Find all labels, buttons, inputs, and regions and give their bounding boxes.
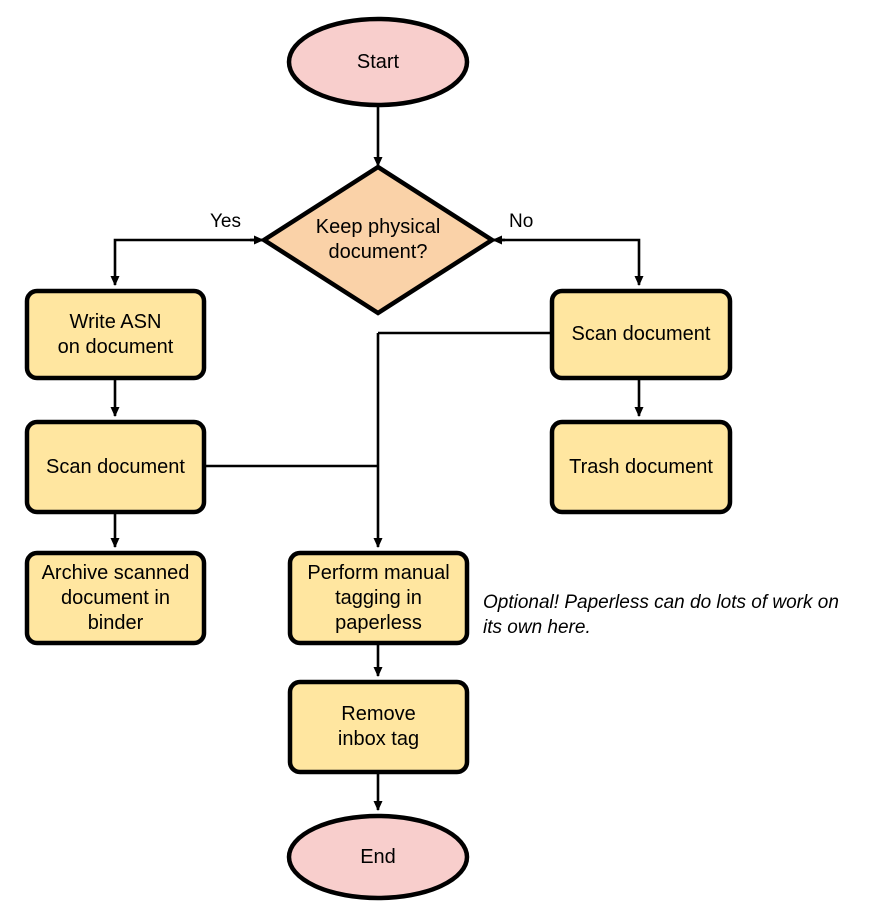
node-scan-document-left[interactable] bbox=[24, 419, 207, 515]
edge-decision-no-to-scan-right bbox=[492, 238, 644, 286]
edge-decision-yes-to-write-asn bbox=[110, 238, 264, 286]
node-decision-keep-physical-document[interactable] bbox=[259, 164, 497, 316]
node-write-asn[interactable] bbox=[24, 288, 207, 381]
node-perform-manual-tagging[interactable] bbox=[287, 550, 470, 646]
edge-label-no: No bbox=[509, 211, 534, 232]
node-trash-document[interactable] bbox=[549, 419, 733, 515]
node-archive-scanned-document[interactable] bbox=[24, 550, 207, 646]
edge-label-yes: Yes bbox=[210, 211, 241, 232]
node-scan-document-right[interactable] bbox=[549, 288, 733, 381]
node-remove-inbox-tag[interactable] bbox=[287, 679, 470, 775]
optional-note: Optional! Paperless can do lots of work … bbox=[483, 592, 839, 638]
node-start[interactable] bbox=[286, 16, 470, 108]
node-end[interactable] bbox=[286, 813, 470, 901]
